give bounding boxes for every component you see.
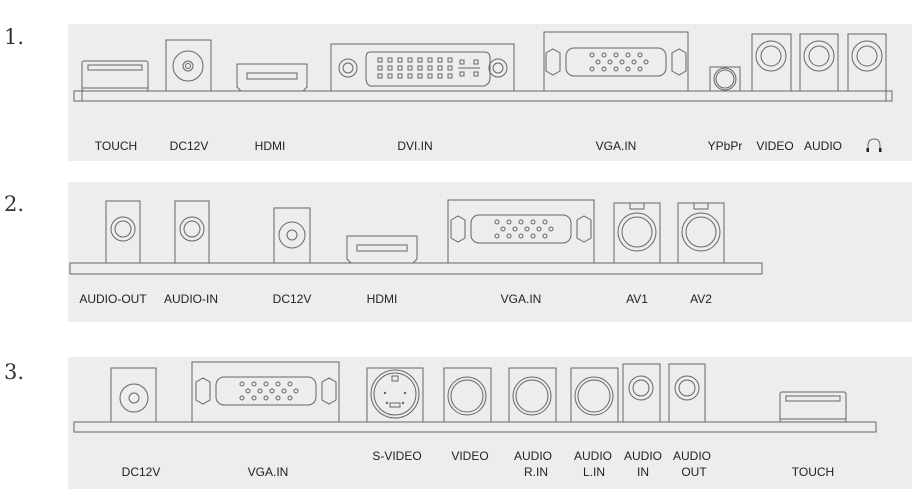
label-audio-in-top: AUDIO (624, 449, 662, 463)
label-audio-l: AUDIO (574, 449, 612, 463)
av1-jack (613, 202, 661, 264)
panel-1: 1. (4, 24, 912, 161)
video-jack (751, 33, 792, 92)
label-dc12v: DC12V (273, 292, 312, 306)
audio-in-jack (622, 363, 661, 423)
label-out: OUT (681, 465, 707, 479)
audio-out-jack (105, 200, 141, 264)
audio-in-jack (174, 200, 210, 264)
label-r-in: R.IN (524, 465, 548, 479)
hdmi-port (236, 63, 308, 92)
label-av1: AV1 (626, 292, 648, 306)
audio-out-jack (668, 363, 706, 423)
audio-l-in-jack (570, 367, 619, 423)
headphone-icon (866, 138, 882, 152)
label-video: VIDEO (756, 139, 793, 153)
label-hdmi: HDMI (367, 292, 398, 306)
vga-port (191, 361, 340, 423)
label-vga-in: VGA.IN (596, 139, 637, 153)
dc-jack (110, 367, 157, 423)
video-jack (443, 367, 492, 423)
panel-number: 1. (4, 25, 24, 49)
vga-port (543, 31, 689, 92)
panel-number: 3. (4, 360, 24, 384)
label-audio-out-top: AUDIO (673, 449, 711, 463)
vga-port (447, 199, 595, 264)
audio-r-in-jack (508, 367, 557, 423)
label-l-in: L.IN (583, 465, 605, 479)
dc-jack (273, 207, 311, 264)
label-video: VIDEO (451, 449, 488, 463)
panel-number: 2. (4, 192, 24, 216)
hdmi-port (346, 235, 418, 264)
audio-jack (799, 33, 839, 92)
label-ypbpr: YPbPr (708, 139, 743, 153)
panel-3: 3. (4, 357, 912, 489)
label-dvi-in: DVI.IN (397, 139, 432, 153)
label-touch: TOUCH (792, 465, 834, 479)
label-audio-out: AUDIO-OUT (79, 292, 147, 306)
label-dc12v: DC12V (170, 139, 209, 153)
label-av2: AV2 (690, 292, 712, 306)
label-audio-in: AUDIO-IN (164, 292, 218, 306)
usb-port (81, 60, 149, 92)
ypbpr-port (709, 66, 741, 92)
usb-port (779, 391, 847, 423)
label-audio-r: AUDIO (514, 449, 552, 463)
s-video-port (366, 367, 424, 423)
label-touch: TOUCH (95, 139, 137, 153)
label-dc12v: DC12V (122, 465, 161, 479)
dvi-port (330, 43, 515, 92)
headphone-jack (847, 33, 887, 92)
panel-2: 2. AUDIO-OUT AUDIO- (4, 182, 912, 322)
dc-jack (165, 39, 212, 92)
label-in: IN (637, 465, 649, 479)
av2-jack (677, 202, 725, 264)
label-audio: AUDIO (804, 139, 842, 153)
label-hdmi: HDMI (255, 139, 286, 153)
label-vga-in: VGA.IN (501, 292, 542, 306)
label-vga-in: VGA.IN (248, 465, 289, 479)
label-s-video: S-VIDEO (372, 449, 421, 463)
